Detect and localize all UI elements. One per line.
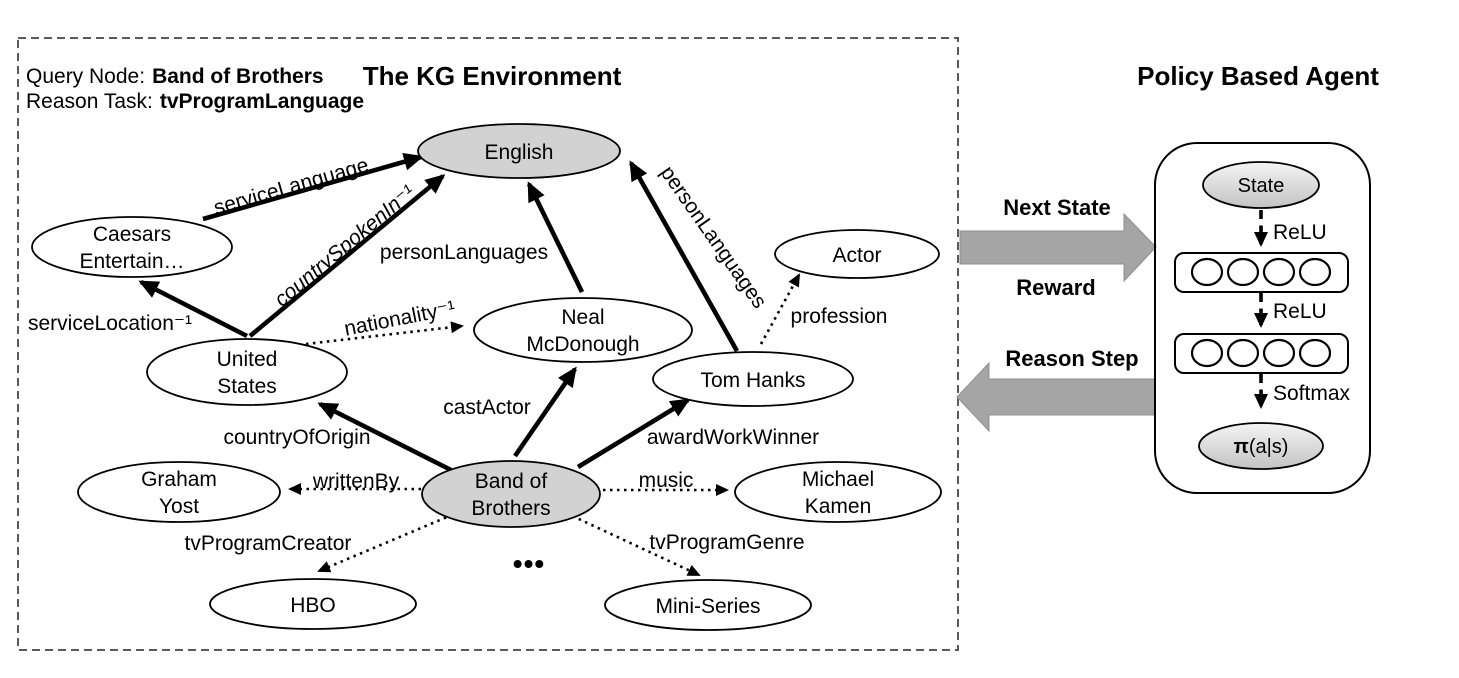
node-bob-label-1: Band of — [475, 470, 548, 493]
layer1-unit-2 — [1226, 257, 1260, 287]
edge-serviceLocation — [138, 279, 249, 339]
kg-ellipsis-dots: ••• — [513, 548, 545, 579]
node-english: English — [417, 123, 621, 179]
pi-args: (a|s) — [1249, 436, 1289, 458]
node-bob-shape — [421, 460, 601, 528]
edge-personLanguages-hanks — [628, 160, 740, 353]
query-node-line: Query Node: Band of Brothers — [26, 65, 324, 88]
pi-symbol: π — [1234, 436, 1249, 458]
reward-label: Reward — [1016, 275, 1095, 300]
node-band-of-brothers: Band of Brothers — [421, 460, 601, 528]
node-united-states-shape — [146, 338, 348, 406]
node-hbo-label: HBO — [290, 594, 336, 617]
node-kamen-label-2: Kamen — [805, 495, 872, 518]
edge-label-serviceLocation: serviceLocation⁻¹ — [28, 312, 192, 335]
node-tom-hanks-label: Tom Hanks — [700, 369, 805, 392]
edge-label-nationality: nationality⁻¹ — [342, 297, 457, 341]
edge-label-awardWorkWinner: awardWorkWinner — [647, 426, 819, 449]
hidden-layer-1 — [1174, 252, 1349, 293]
edge-label-writtenBy: writtenBy — [312, 470, 400, 493]
reason-task-value: tvProgramLanguage — [160, 90, 364, 113]
edge-label-profession: profession — [791, 305, 888, 328]
node-hbo: HBO — [209, 578, 417, 630]
node-neal-label-1: Neal — [561, 306, 604, 329]
node-mini-series: Mini-Series — [604, 579, 812, 631]
node-actor-label: Actor — [832, 244, 881, 267]
node-graham-shape — [77, 461, 281, 523]
node-graham-yost: Graham Yost — [77, 461, 281, 523]
edge-serviceLanguage — [202, 152, 424, 222]
layer1-unit-3 — [1262, 257, 1296, 287]
edge-tvProgramCreator — [317, 510, 460, 573]
node-bob-label-2: Brothers — [471, 497, 550, 520]
node-hbo-shape — [209, 578, 417, 630]
query-node-value: Band of Brothers — [152, 65, 324, 88]
node-tom-hanks-shape — [652, 351, 854, 407]
node-caesars-label-1: Caesars — [93, 223, 171, 246]
node-neal-label-2: McDonough — [526, 333, 639, 356]
state-node-shape — [1202, 161, 1320, 209]
node-kamen-shape — [734, 461, 942, 523]
edge-label-personLanguages-neal: personLanguages — [380, 241, 548, 264]
kg-environment-title: The KG Environment — [363, 61, 622, 91]
layer2-unit-1 — [1190, 338, 1224, 368]
node-actor-shape — [774, 229, 940, 279]
node-mini-series-label: Mini-Series — [655, 595, 760, 618]
edge-label-music: music — [639, 469, 694, 492]
layer2-unit-3 — [1262, 338, 1296, 368]
agent-box — [1154, 142, 1371, 494]
next-state-arrow — [959, 212, 1157, 283]
edge-nationality — [305, 321, 464, 346]
layer2-unit-4 — [1298, 338, 1332, 368]
node-graham-label-1: Graham — [141, 468, 217, 491]
policy-output-shape — [1198, 422, 1324, 470]
node-united-states-label-2: States — [217, 375, 277, 398]
reason-task-label: Reason Task: — [26, 90, 153, 113]
edge-personLanguages-neal — [526, 181, 585, 294]
edge-label-countryOfOrigin: countryOfOrigin — [223, 426, 370, 449]
relu1-label: ReLU — [1273, 221, 1327, 244]
node-neal-mcdonough: Neal McDonough — [473, 297, 693, 363]
hidden-layer-2 — [1174, 333, 1349, 374]
edge-label-tvProgramCreator: tvProgramCreator — [185, 532, 352, 555]
reason-step-arrow — [956, 361, 1156, 433]
reason-task-line: Reason Task: tvProgramLanguage — [26, 90, 364, 113]
layer1-unit-1 — [1190, 257, 1224, 287]
edge-label-serviceLanguage: serviceLanguage — [211, 154, 371, 220]
edge-castActor — [513, 366, 577, 458]
kg-environment-box — [17, 37, 959, 651]
edge-countryOfOrigin — [317, 401, 453, 473]
relu2-label: ReLU — [1273, 300, 1327, 323]
edge-awardWorkWinner — [576, 398, 691, 469]
node-caesars-label-2: Entertain… — [79, 250, 184, 273]
node-english-shape — [417, 123, 621, 179]
layer1-unit-4 — [1298, 257, 1332, 287]
node-united-states-label-1: United — [217, 348, 278, 371]
query-node-label: Query Node: — [26, 65, 145, 88]
policy-agent-title: Policy Based Agent — [1137, 61, 1379, 91]
node-kamen-label-1: Michael — [802, 468, 874, 491]
node-caesars-shape — [31, 216, 233, 278]
node-neal-shape — [473, 297, 693, 363]
edge-label-castActor: castActor — [443, 396, 531, 419]
node-graham-label-2: Yost — [159, 495, 199, 518]
reason-step-label: Reason Step — [1005, 346, 1138, 371]
policy-output-label: π(a|s) — [1234, 436, 1289, 458]
node-tom-hanks: Tom Hanks — [652, 351, 854, 407]
node-actor: Actor — [774, 229, 940, 279]
layer2-unit-2 — [1226, 338, 1260, 368]
node-mini-series-shape — [604, 579, 812, 631]
state-node-label: State — [1238, 175, 1285, 197]
node-united-states: United States — [146, 338, 348, 406]
edge-countrySpokenIn — [248, 174, 446, 338]
node-michael-kamen: Michael Kamen — [734, 461, 942, 523]
softmax-label: Softmax — [1273, 382, 1351, 405]
node-english-label: English — [485, 141, 554, 164]
next-state-label: Next State — [1003, 195, 1111, 220]
node-caesars-entertain: Caesars Entertain… — [31, 216, 233, 278]
edge-label-tvProgramGenre: tvProgramGenre — [649, 531, 804, 554]
